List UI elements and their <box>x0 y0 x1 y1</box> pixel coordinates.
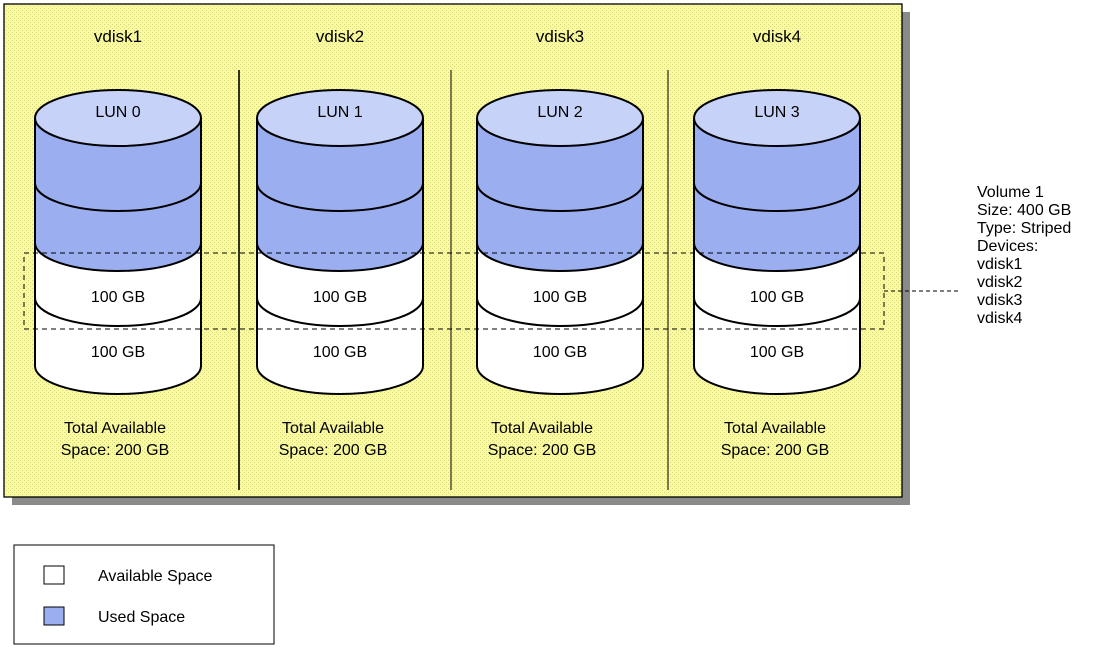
total-available-value: Space: 200 GB <box>488 442 597 459</box>
segment-boundary <box>256 242 424 272</box>
disk-cylinder <box>256 89 424 395</box>
volume-device: vdisk1 <box>977 256 1022 273</box>
volume-device: vdisk2 <box>977 274 1022 291</box>
total-available-label: Total Available <box>64 420 166 437</box>
legend-swatch-used <box>43 606 65 626</box>
segment-boundary <box>693 182 861 212</box>
disk-cylinder <box>476 89 644 395</box>
used-space-segment <box>694 118 860 271</box>
segment-size-label: 100 GB <box>750 289 804 306</box>
legend-swatch-available <box>43 565 65 585</box>
volume-device: vdisk3 <box>977 292 1022 309</box>
used-space-segment <box>257 118 423 271</box>
available-space-segment <box>477 243 643 394</box>
vdisk-label: vdisk3 <box>536 27 584 46</box>
segment-size-label: 100 GB <box>313 344 367 361</box>
segment-boundary <box>693 297 861 327</box>
segment-boundary <box>256 297 424 327</box>
segment-boundary <box>476 297 644 327</box>
volume-devices-heading: Devices: <box>977 238 1038 255</box>
volume-device: vdisk4 <box>977 310 1022 327</box>
lun-label: LUN 0 <box>95 104 140 121</box>
total-available-value: Space: 200 GB <box>61 442 170 459</box>
segment-size-label: 100 GB <box>533 289 587 306</box>
total-available-label: Total Available <box>282 420 384 437</box>
cylinder-bottom <box>693 365 861 395</box>
cylinder-bottom <box>256 365 424 395</box>
volume-type: Type: Striped <box>977 220 1071 237</box>
segment-size-label: 100 GB <box>533 344 587 361</box>
total-available-value: Space: 200 GB <box>279 442 388 459</box>
vdisk-label: vdisk1 <box>94 27 142 46</box>
legend-label-used: Used Space <box>98 609 185 626</box>
available-space-segment <box>694 243 860 394</box>
total-available-label: Total Available <box>491 420 593 437</box>
volume-name: Volume 1 <box>977 184 1044 201</box>
legend-box <box>13 544 275 645</box>
volume-info: Volume 1 Size: 400 GB Type: Striped Devi… <box>977 184 1071 327</box>
segment-size-label: 100 GB <box>313 289 367 306</box>
segment-boundary <box>34 182 202 212</box>
cylinder-bottom <box>476 365 644 395</box>
used-space-segment <box>35 118 201 271</box>
segment-boundary <box>34 297 202 327</box>
total-available-label: Total Available <box>724 420 826 437</box>
lun-label: LUN 2 <box>537 104 582 121</box>
lun-label: LUN 1 <box>317 104 362 121</box>
used-space-segment <box>477 118 643 271</box>
cylinder-bottom <box>34 365 202 395</box>
segment-boundary <box>34 242 202 272</box>
vdisk-label: vdisk2 <box>316 27 364 46</box>
lun-label: LUN 3 <box>754 104 799 121</box>
total-available-value: Space: 200 GB <box>721 442 830 459</box>
disk-cylinder <box>34 89 202 395</box>
segment-size-label: 100 GB <box>750 344 804 361</box>
available-space-segment <box>257 243 423 394</box>
legend: Available Space Used Space <box>13 544 275 645</box>
segment-size-label: 100 GB <box>91 289 145 306</box>
segment-boundary <box>693 242 861 272</box>
legend-label-available: Available Space <box>98 568 213 585</box>
volume-size: Size: 400 GB <box>977 202 1071 219</box>
vdisk-label: vdisk4 <box>753 27 801 46</box>
available-space-segment <box>35 243 201 394</box>
segment-boundary <box>256 182 424 212</box>
segment-boundary <box>476 242 644 272</box>
segment-size-label: 100 GB <box>91 344 145 361</box>
segment-boundary <box>476 182 644 212</box>
disk-cylinder <box>693 89 861 395</box>
